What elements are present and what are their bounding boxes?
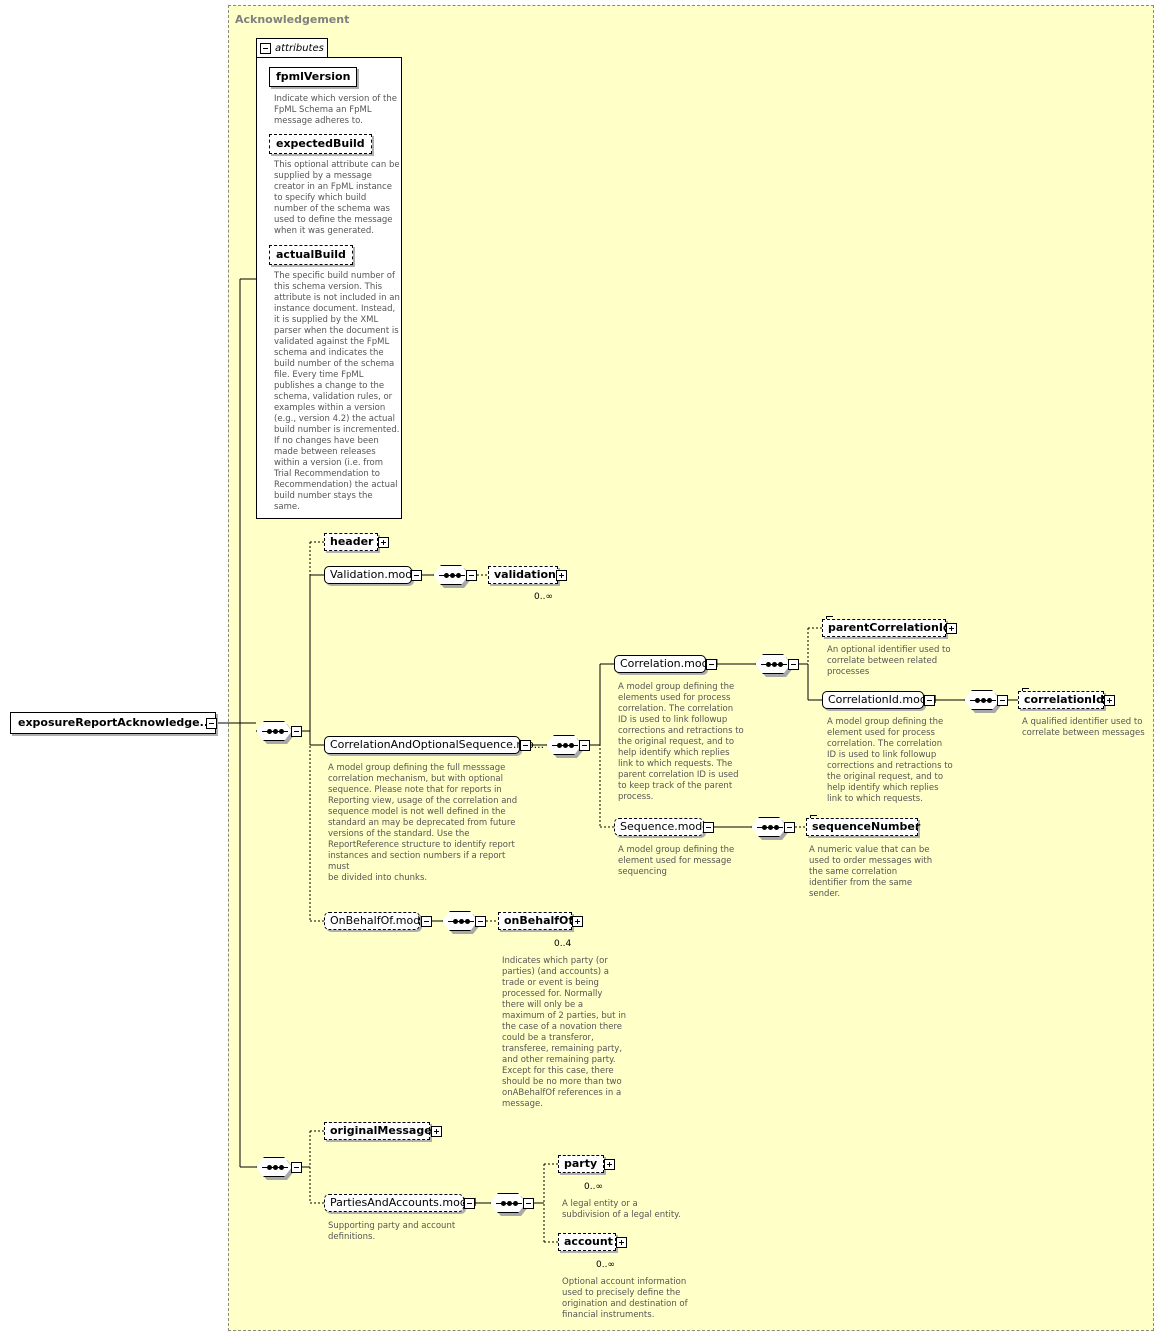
attribute-doc: The specific build number of this schema… — [274, 271, 400, 512]
collapse-icon[interactable] — [260, 43, 271, 54]
sequence-compositor[interactable] — [433, 565, 469, 585]
collapse-icon[interactable] — [475, 916, 486, 927]
collapse-icon[interactable] — [788, 659, 799, 670]
original-message-element[interactable]: originalMessage — [324, 1122, 432, 1140]
cardinality: 0..4 — [554, 939, 572, 949]
collapse-icon[interactable] — [291, 726, 302, 737]
group-doc: Supporting party and account definitions… — [328, 1221, 456, 1242]
attributes-tab[interactable]: attributes — [256, 38, 328, 58]
expand-icon[interactable] — [431, 1126, 442, 1137]
collapse-icon[interactable] — [924, 695, 935, 706]
expand-icon[interactable] — [556, 570, 567, 581]
element-doc: Optional account information used to pre… — [562, 1277, 688, 1320]
collapse-icon[interactable] — [784, 822, 795, 833]
element-doc: A legal entity or a subdivision of a leg… — [562, 1199, 681, 1220]
validation-model-group[interactable]: Validation.model — [324, 566, 422, 584]
sequence-number-element[interactable]: sequenceNumber — [806, 818, 920, 836]
collapse-icon[interactable] — [523, 1198, 534, 1209]
correlation-id-model-group[interactable]: CorrelationId.model — [822, 691, 937, 709]
complex-type-title: Acknowledgement — [235, 13, 350, 26]
expand-icon[interactable] — [378, 537, 389, 548]
collapse-icon[interactable] — [997, 695, 1008, 706]
group-doc: A model group defining the element used … — [827, 717, 953, 804]
collapse-icon[interactable] — [520, 740, 531, 751]
attribute-actualbuild[interactable]: actualBuild — [269, 245, 353, 265]
group-doc: A model group defining the full messsage… — [328, 763, 518, 883]
correlation-and-optional-sequence-group[interactable]: CorrelationAndOptionalSequence.mo... — [324, 736, 544, 754]
group-doc: A model group defining the elements used… — [618, 682, 744, 802]
collapse-icon[interactable] — [411, 570, 422, 581]
cardinality: 0..∞ — [534, 592, 553, 602]
collapse-icon[interactable] — [291, 1162, 302, 1173]
cardinality: 0..∞ — [584, 1182, 603, 1192]
on-behalf-of-model-group[interactable]: OnBehalfOf.model — [324, 912, 430, 930]
expand-icon[interactable] — [616, 1237, 627, 1248]
header-element[interactable]: header — [324, 533, 378, 551]
root-element-label: exposureReportAcknowledge... — [18, 716, 213, 729]
correlation-model-group[interactable]: Correlation.model — [614, 655, 718, 673]
element-doc: An optional identifier used to correlate… — [827, 645, 951, 677]
element-doc: A numeric value that can be used to orde… — [809, 845, 933, 899]
collapse-icon[interactable] — [206, 718, 217, 729]
sequence-compositor[interactable] — [546, 735, 582, 755]
cardinality: 0..∞ — [596, 1260, 615, 1270]
attribute-fpmlversion[interactable]: fpmlVersion — [269, 67, 358, 87]
collapse-icon[interactable] — [706, 659, 717, 670]
attribute-doc: Indicate which version of the FpML Schem… — [274, 94, 397, 126]
expand-icon[interactable] — [604, 1159, 615, 1170]
account-element[interactable]: account — [558, 1233, 616, 1251]
party-element[interactable]: party — [558, 1155, 604, 1173]
collapse-icon[interactable] — [579, 740, 590, 751]
parent-correlation-id-element[interactable]: parentCorrelationId — [822, 619, 951, 637]
expand-icon[interactable] — [572, 916, 583, 927]
group-doc: A model group defining the element used … — [618, 845, 735, 877]
sequence-compositor[interactable] — [751, 817, 787, 837]
on-behalf-of-element[interactable]: onBehalfOf — [498, 912, 573, 930]
collapse-icon[interactable] — [421, 916, 432, 927]
element-doc: A qualified identifier used to correlate… — [1022, 717, 1145, 738]
correlation-id-element[interactable]: correlationId — [1018, 691, 1104, 709]
attribute-expectedbuild[interactable]: expectedBuild — [269, 134, 372, 154]
root-element[interactable]: exposureReportAcknowledge... — [10, 712, 216, 734]
element-doc: Indicates which party (or parties) (and … — [502, 956, 626, 1109]
attributes-label: attributes — [275, 43, 324, 54]
collapse-icon[interactable] — [466, 570, 477, 581]
validation-element[interactable]: validation — [488, 566, 558, 584]
sequence-compositor[interactable] — [755, 654, 791, 674]
attribute-doc: This optional attribute can be supplied … — [274, 160, 400, 236]
collapse-icon[interactable] — [464, 1198, 475, 1209]
collapse-icon[interactable] — [703, 822, 714, 833]
expand-icon[interactable] — [946, 623, 957, 634]
sequence-compositor[interactable] — [490, 1193, 526, 1213]
expand-icon[interactable] — [1104, 695, 1115, 706]
parties-and-accounts-model-group[interactable]: PartiesAndAccounts.model — [324, 1194, 477, 1212]
sequence-model-group[interactable]: Sequence.model — [614, 818, 712, 836]
